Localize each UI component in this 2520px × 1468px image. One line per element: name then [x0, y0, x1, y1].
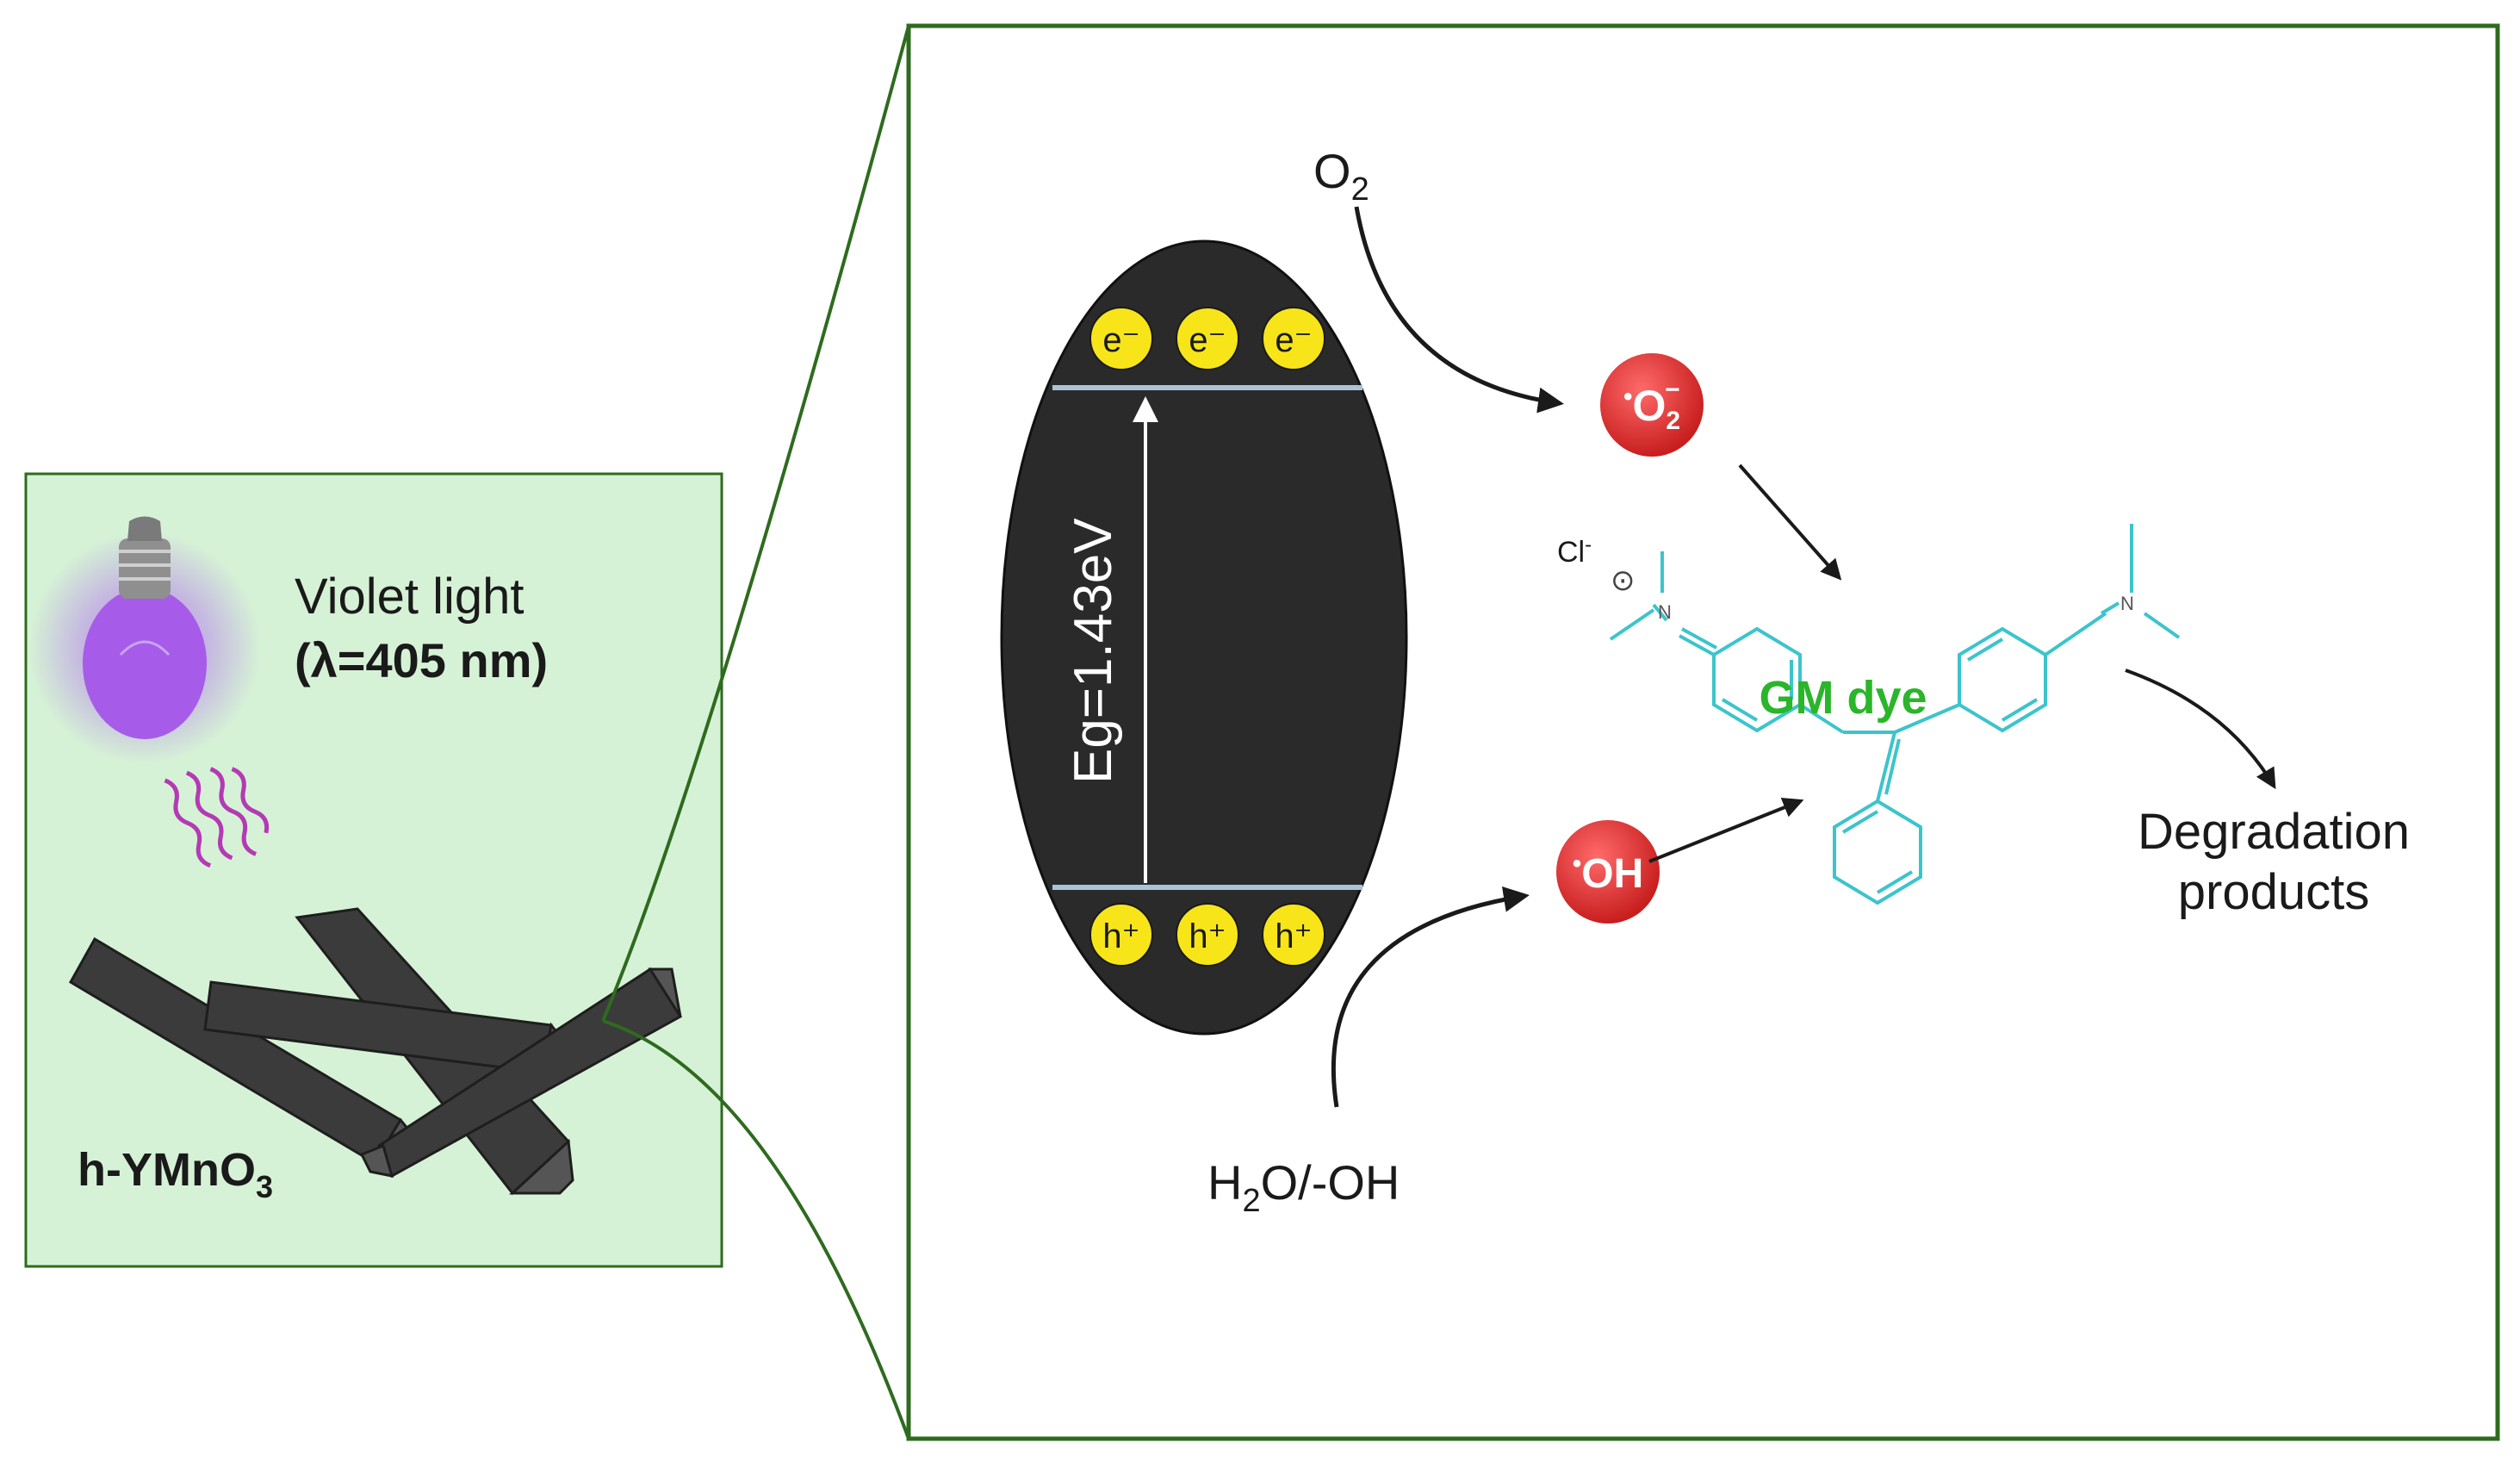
oxygen-label: O2 [1313, 144, 1369, 208]
dye-n-left: N [1658, 601, 1672, 623]
svg-text:h⁺: h⁺ [1102, 918, 1139, 955]
electron-2: e⁻ [1176, 307, 1239, 370]
svg-text:h⁺: h⁺ [1189, 918, 1226, 955]
svg-text:e⁻: e⁻ [1275, 321, 1312, 359]
band-gap-label: Eg=1.43eV [1064, 518, 1123, 784]
dye-to-products-arrow [2125, 669, 2276, 790]
products-label-line2: products [2178, 864, 2369, 920]
products-label-line1: Degradation [2138, 804, 2410, 860]
water-to-hydroxyl-arrow [1331, 886, 1530, 1108]
light-label: Violet light [295, 569, 524, 625]
ymno3-rods [68, 907, 683, 1196]
water-label: H2O/-OH [1207, 1155, 1400, 1219]
light-bulb-icon [28, 516, 261, 764]
light-rays-icon [164, 767, 270, 868]
zoom-connector [601, 25, 910, 1440]
dye-n-right: N [2120, 593, 2134, 614]
hydroxyl-radical: •OH [1556, 820, 1660, 924]
hydroxyl-to-dye-arrow [1648, 797, 1804, 863]
superoxide-radical: •O2− [1600, 353, 1704, 457]
svg-text:e⁻: e⁻ [1189, 321, 1226, 359]
svg-text:e⁻: e⁻ [1102, 321, 1139, 359]
superoxide-to-dye-arrow [1738, 463, 1842, 581]
right-panel: Eg=1.43eV e⁻ e⁻ e⁻ h⁺ h⁺ [906, 23, 2500, 1441]
counter-ion-label: Cl- [1557, 533, 1592, 569]
hole-1: h⁺ [1089, 903, 1153, 967]
svg-text:Cl-: Cl- [1557, 533, 1592, 569]
electron-1: e⁻ [1089, 307, 1153, 370]
svg-text:h-YMnO3: h-YMnO3 [78, 1144, 273, 1204]
semiconductor-particle: Eg=1.43eV e⁻ e⁻ e⁻ h⁺ h⁺ [1000, 239, 1408, 1036]
band-gap-arrowhead [1133, 396, 1158, 422]
electron-3: e⁻ [1262, 307, 1325, 370]
svg-text:H2O/-OH: H2O/-OH [1207, 1155, 1400, 1219]
svg-text:O2: O2 [1313, 144, 1369, 208]
dye-label: GM dye [1759, 672, 1927, 724]
hole-2: h⁺ [1176, 903, 1239, 967]
material-label: h-YMnO3 [78, 1144, 273, 1204]
gm-dye-molecule [1609, 524, 2181, 905]
hole-3: h⁺ [1262, 903, 1325, 967]
left-panel: Violet light (λ=405 nm) h-YMnO3 [24, 472, 723, 1268]
svg-text:•OH: •OH [1573, 849, 1644, 897]
svg-text:•O2−: •O2− [1623, 376, 1680, 435]
wavelength-label: (λ=405 nm) [295, 633, 548, 687]
oxygen-to-superoxide-arrow [1354, 206, 1564, 414]
svg-text:h⁺: h⁺ [1275, 918, 1312, 955]
charge-symbol: ⊙ [1611, 563, 1636, 598]
